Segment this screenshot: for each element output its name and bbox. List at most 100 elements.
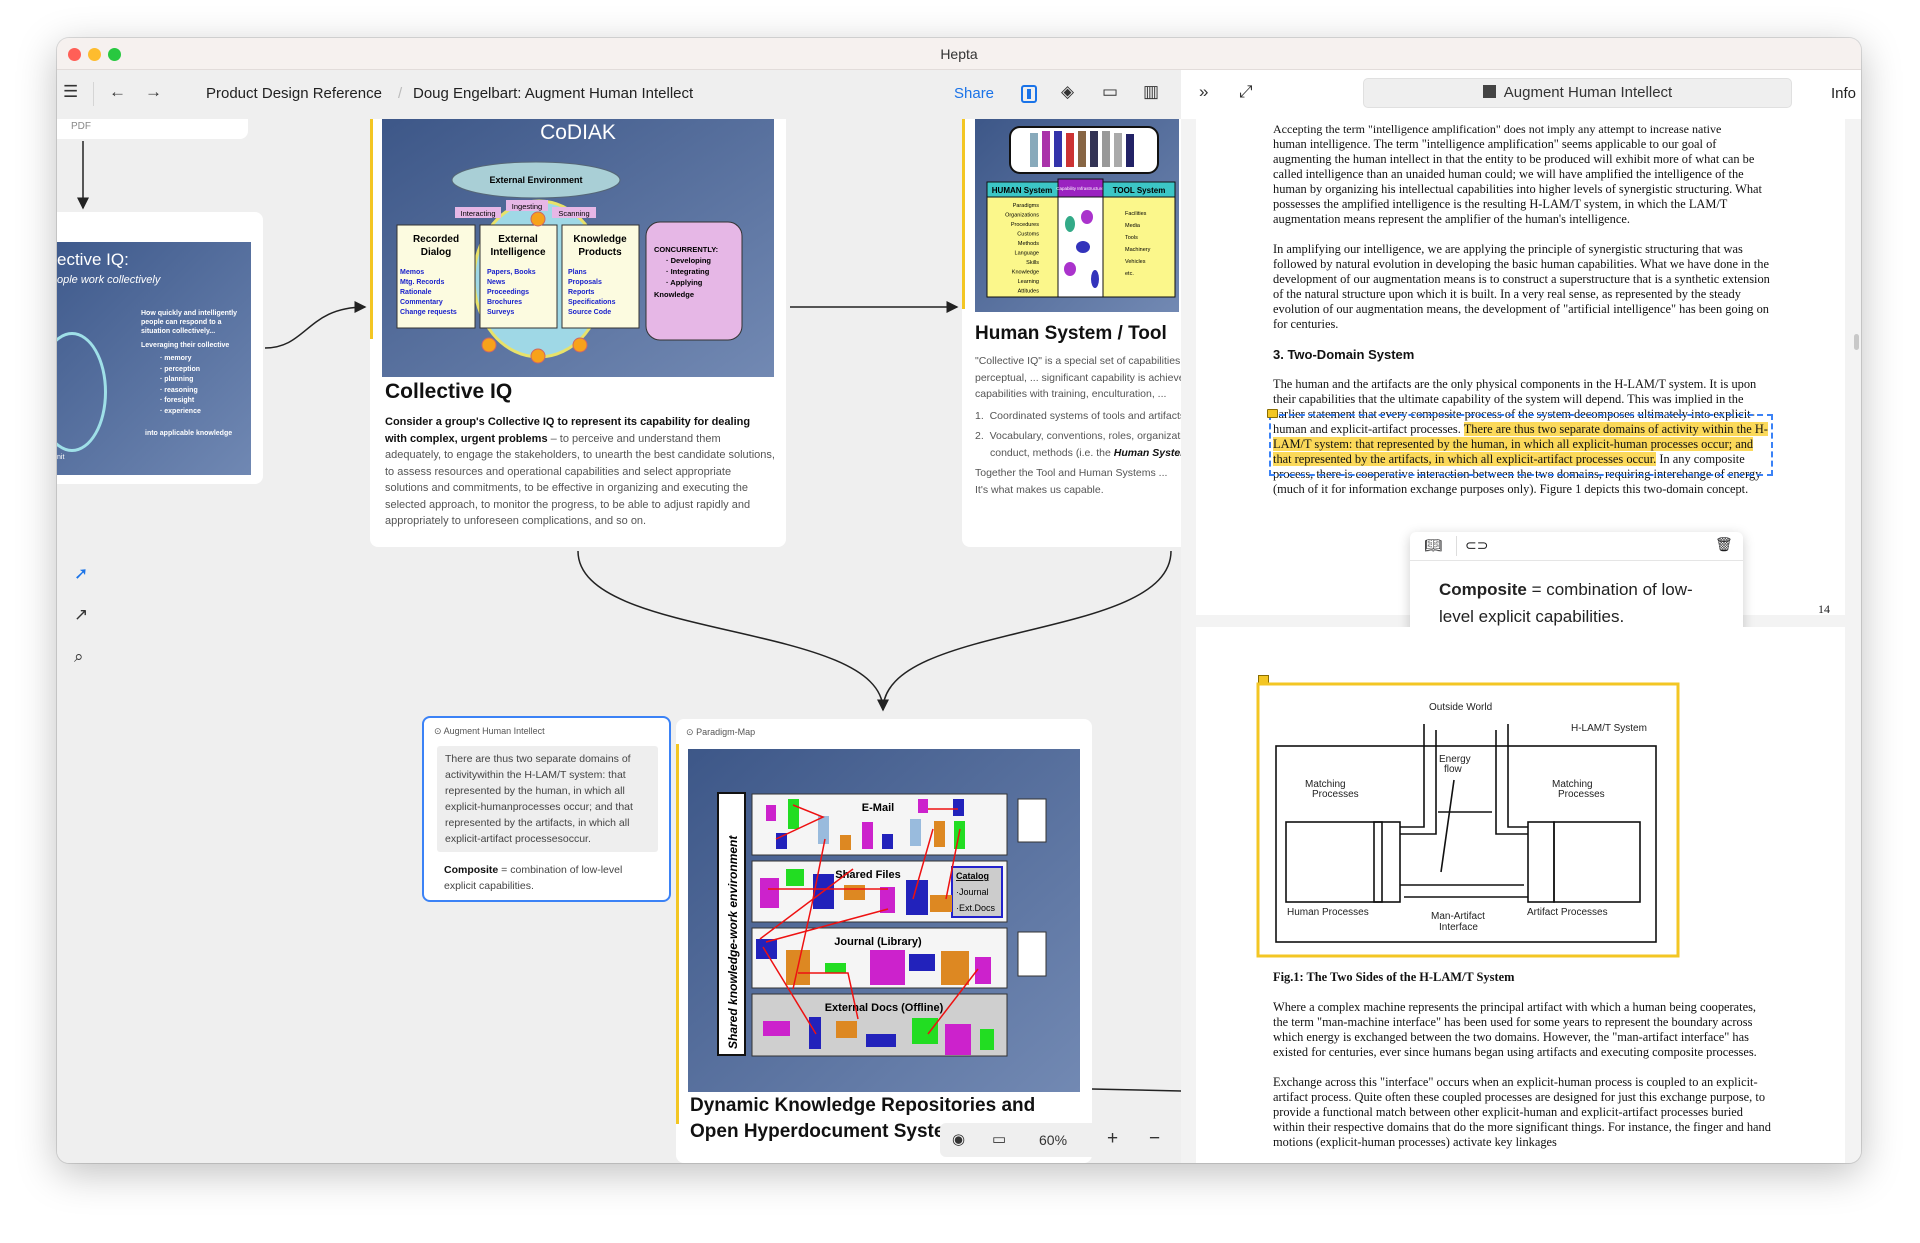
human-system-item: Language (1015, 251, 1039, 257)
slide-text: nit (57, 454, 65, 461)
svg-text:Energy: Energy (1439, 754, 1471, 765)
pointer-icon[interactable]: ➚ (74, 564, 89, 583)
svg-text:Commentary: Commentary (400, 299, 443, 306)
svg-text:· Integrating: · Integrating (666, 267, 710, 276)
app-title: Hepta (940, 46, 978, 62)
collective-iq-slide-card[interactable]: ective IQ: ople work collectively How qu… (57, 212, 263, 484)
close-window-button[interactable] (68, 48, 81, 61)
breadcrumb-current[interactable]: Doug Engelbart: Augment Human Intellect (413, 85, 694, 102)
zoom-window-button[interactable] (108, 48, 121, 61)
note-quote: There are thus two separate domains of a… (437, 746, 658, 852)
card-label: PDF (71, 121, 91, 132)
slide-label: External Environment (489, 175, 582, 185)
source-icon: ⊙ (686, 727, 694, 737)
zoom-in-button[interactable]: + (1107, 1128, 1119, 1149)
slide-title: ective IQ: (57, 250, 129, 269)
connector-line (1091, 1088, 1181, 1092)
document-title-pill[interactable]: Augment Human Intellect (1363, 78, 1792, 108)
tool-system-item: Media (1125, 223, 1141, 229)
svg-text:Source Code: Source Code (568, 309, 611, 316)
divider (93, 82, 94, 106)
svg-text:Mtg. Records: Mtg. Records (400, 279, 444, 286)
card-source[interactable]: ⊙ Paradigm-Map (686, 727, 756, 737)
human-system-card[interactable]: HUMAN System Capability Infrastructure T… (962, 119, 1181, 547)
slide-label: HUMAN System (992, 186, 1052, 195)
breadcrumb-item[interactable]: Product Design Reference (206, 85, 382, 102)
tool-system-item: Vehicles (1125, 259, 1146, 265)
card-title: Collective IQ (385, 380, 513, 403)
figure-caption: Fig.1: The Two Sides of the H-LAM/T Syst… (1273, 970, 1515, 984)
human-system-item: Paradigms (1013, 203, 1040, 209)
people-graphic (1030, 131, 1134, 167)
arrow-right-icon[interactable]: → (145, 82, 162, 101)
svg-text:External Docs (Offline): External Docs (Offline) (825, 1002, 944, 1014)
zoom-level[interactable]: 60% (1039, 1132, 1068, 1148)
canvas[interactable]: ➚ ↗ ⌕ PDF ective IQ: ople work collectiv… (57, 119, 1181, 1163)
svg-text:Artifact Processes: Artifact Processes (1527, 907, 1608, 918)
pdf-text[interactable]: Accepting the term "intelligence amplifi… (1273, 122, 1773, 512)
human-system-item: Learning (1018, 279, 1039, 285)
pdf-first-line: Accepting the term "intelligence amplifi… (1273, 122, 1722, 136)
hamburger-icon[interactable]: ☰ (63, 82, 79, 101)
slide-subtitle: ople work collectively (57, 274, 161, 286)
svg-text:Intelligence: Intelligence (490, 247, 545, 258)
tool-system-item: Facilities (1125, 211, 1147, 217)
minimize-window-button[interactable] (88, 48, 101, 61)
svg-text:Processes: Processes (1312, 789, 1359, 800)
library-icon[interactable]: ▥ (1143, 82, 1160, 101)
pdf-text[interactable]: Fig.1: The Two Sides of the H-LAM/T Syst… (1273, 970, 1773, 1163)
svg-text:Surveys: Surveys (487, 309, 514, 316)
sidebar-icon[interactable] (1021, 85, 1037, 103)
book-icon[interactable]: 📖︎ (1424, 537, 1442, 553)
svg-text:Proposals: Proposals (568, 279, 602, 286)
document-title: Augment Human Intellect (1503, 84, 1673, 101)
arrow-tool-icon[interactable]: ↗ (74, 605, 89, 624)
calendar-icon[interactable]: ▭ (1102, 82, 1119, 101)
svg-text:Processes: Processes (1558, 789, 1605, 800)
svg-text:Knowledge: Knowledge (654, 290, 694, 299)
search-icon[interactable]: ⌕ (74, 647, 84, 666)
title-bar: Hepta (57, 38, 1861, 70)
figure-two-domain-diagram[interactable]: Outside World H-LAM/T System Energyflow … (1256, 682, 1680, 958)
slide-box: External Intelligence Papers, BooksNewsP… (479, 224, 558, 329)
slide-text: into applicable knowledge (145, 430, 233, 437)
link-icon[interactable]: ⊂⊃ (1465, 537, 1489, 553)
section-heading: 3. Two-Domain System (1273, 347, 1415, 362)
note-source[interactable]: ⊙ Augment Human Intellect (434, 726, 545, 736)
collapse-panel-icon[interactable]: » (1199, 82, 1209, 101)
human-tool-slide-image: HUMAN System Capability Infrastructure T… (975, 119, 1179, 312)
connector-arrow (264, 301, 367, 349)
svg-text:H-LAM/T System: H-LAM/T System (1571, 723, 1647, 734)
svg-text:·Ext.Docs: ·Ext.Docs (956, 903, 996, 913)
laptop-icon[interactable]: ▭ (992, 1131, 1007, 1148)
comment-icon[interactable] (1267, 409, 1278, 418)
zoom-out-button[interactable]: − (1149, 1128, 1161, 1149)
highlight-note-card[interactable]: ⊙ Augment Human Intellect There are thus… (422, 716, 671, 902)
capability-blobs (1064, 210, 1099, 288)
trash-icon[interactable]: 🗑︎ (1715, 536, 1733, 552)
pdf-card[interactable]: PDF (57, 119, 248, 139)
source-icon: ⊙ (434, 726, 442, 736)
pdf-reader-panel[interactable]: Accepting the term "intelligence amplifi… (1181, 119, 1861, 1163)
slide-tag: Ingesting (512, 202, 542, 211)
share-button[interactable]: Share (954, 85, 995, 102)
paradigm-map-card[interactable]: ⊙ Paradigm-Map Shared knowledge-work env… (676, 719, 1092, 1163)
highlight-selection[interactable] (1269, 414, 1773, 476)
collective-iq-card[interactable]: CoDIAK External Environment Interacting … (370, 119, 786, 547)
info-button[interactable]: Info (1831, 85, 1857, 102)
eye-icon[interactable]: ◉ (952, 1131, 966, 1148)
divider (1456, 536, 1457, 556)
scrollbar[interactable] (1854, 334, 1859, 350)
expand-icon[interactable]: ⤢ (1239, 82, 1253, 101)
human-system-item: Methods (1018, 241, 1039, 247)
slide-label: Capability Infrastructure (1056, 186, 1104, 191)
layers-icon[interactable]: ◈ (1061, 82, 1075, 101)
svg-text:Change requests: Change requests (400, 309, 457, 316)
connectors (77, 141, 1181, 1092)
annotation-note[interactable]: Composite = combination of low-level exp… (1439, 580, 1693, 626)
arrow-left-icon[interactable]: ← (109, 82, 126, 101)
svg-text:Journal (Library): Journal (Library) (834, 936, 922, 948)
network-nodes (481, 211, 588, 364)
